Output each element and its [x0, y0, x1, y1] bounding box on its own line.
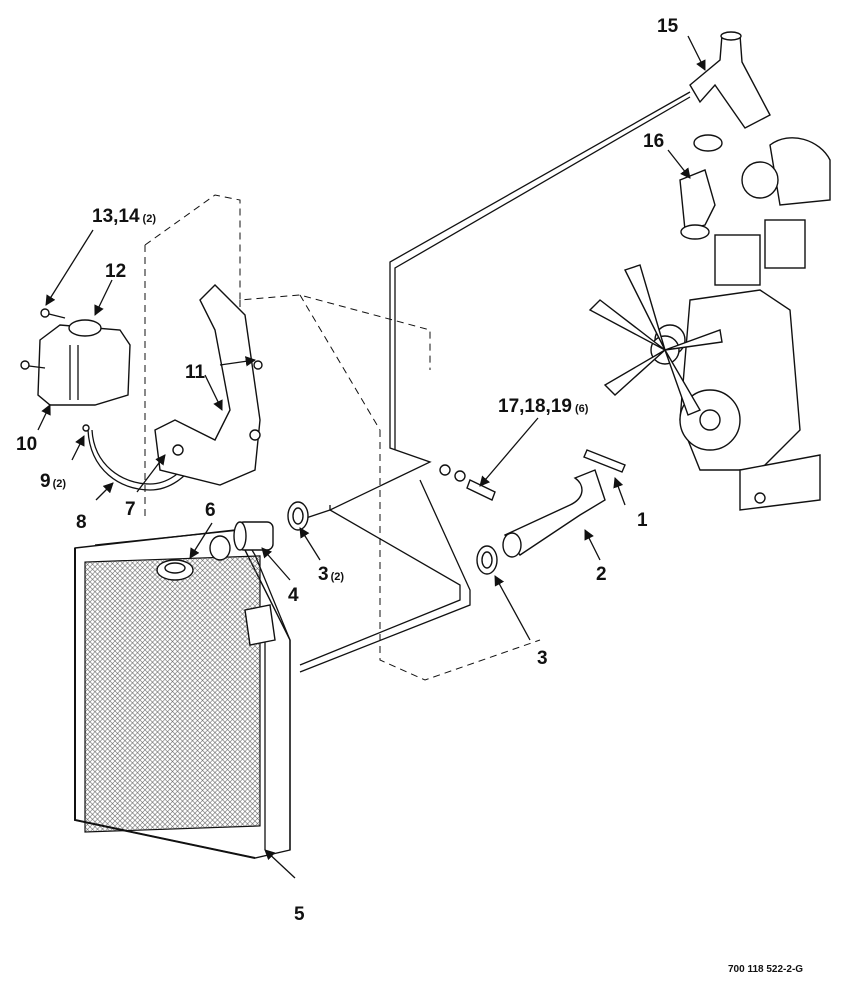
hose-clamp-fan: [583, 449, 626, 473]
upper-hose: [689, 31, 771, 129]
callout-11: 11: [185, 362, 206, 383]
callout-9: 9(2): [40, 471, 66, 492]
callout-4: 4: [288, 585, 299, 606]
leader-lines: [37, 35, 706, 879]
callout-labels: 1 2 3(2) 3 4 5 6 7 8 9(2) 10 11 12 13,14…: [16, 16, 679, 925]
hose-connector: [233, 521, 274, 551]
bolt-washer-set: [439, 464, 496, 501]
callout-16: 16: [643, 131, 664, 152]
drawing-code: 700 118 522-2-G: [728, 964, 803, 975]
radiator-core: [84, 555, 261, 833]
lower-hose: [502, 469, 606, 558]
callout-12: 12: [105, 261, 126, 282]
reservoir-cap: [68, 319, 102, 337]
callout-1: 1: [637, 510, 648, 531]
hose-clamp-upper: [287, 501, 309, 531]
callout-15: 15: [657, 16, 679, 37]
coolant-line: [299, 91, 691, 673]
callout-8: 8: [76, 512, 87, 533]
callout-2: 2: [596, 564, 607, 585]
callout-7: 7: [125, 499, 136, 520]
reservoir-bolts: [20, 308, 66, 370]
cooling-fan: [588, 264, 723, 416]
radiator: [74, 529, 291, 859]
callout-17-19: 17,18,19(6): [498, 396, 589, 417]
callout-6: 6: [205, 500, 216, 521]
callout-13-14: 13,14(2): [92, 206, 156, 227]
mounting-bracket: [154, 284, 263, 486]
callout-3: 3: [537, 648, 548, 669]
grommet: [82, 424, 90, 432]
callout-10: 10: [16, 434, 37, 455]
hose-clamp-lower: [476, 545, 498, 575]
coolant-reservoir: [37, 319, 131, 406]
callout-3-pair: 3(2): [318, 564, 344, 585]
hose-elbow: [679, 134, 723, 240]
callout-5: 5: [294, 904, 305, 925]
hose-clamp-radiator: [209, 535, 231, 561]
